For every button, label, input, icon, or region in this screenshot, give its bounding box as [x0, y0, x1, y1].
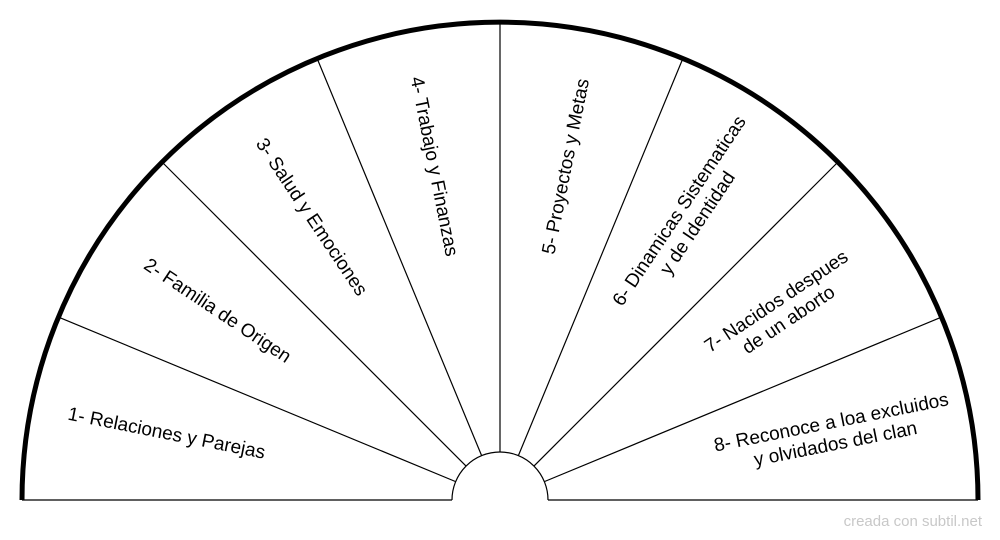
- segment-divider: [161, 161, 467, 467]
- segment-label: 1- Relaciones y Parejas: [66, 404, 267, 464]
- segment-label: 5- Proyectos y Metas: [539, 77, 594, 256]
- inner-hub: [451, 451, 549, 501]
- segment-divider: [517, 58, 684, 456]
- credit-text: creada con subtil.net: [843, 513, 982, 530]
- segment-4: 4- Trabajo y Finanzas: [406, 75, 462, 258]
- segment-divider: [533, 161, 839, 467]
- segment-label: 6- Dinamicas Sistematicas: [609, 112, 751, 310]
- segment-divider: [316, 58, 483, 456]
- segment-1: 1- Relaciones y Parejas: [66, 404, 267, 464]
- segment-divider: [58, 316, 456, 483]
- segment-5: 5- Proyectos y Metas: [539, 77, 594, 256]
- segment-label: 3- Salud y Emociones: [251, 135, 371, 300]
- segment-divider: [544, 316, 942, 483]
- segment-label: 4- Trabajo y Finanzas: [406, 75, 462, 258]
- segment-3: 3- Salud y Emociones: [251, 135, 371, 300]
